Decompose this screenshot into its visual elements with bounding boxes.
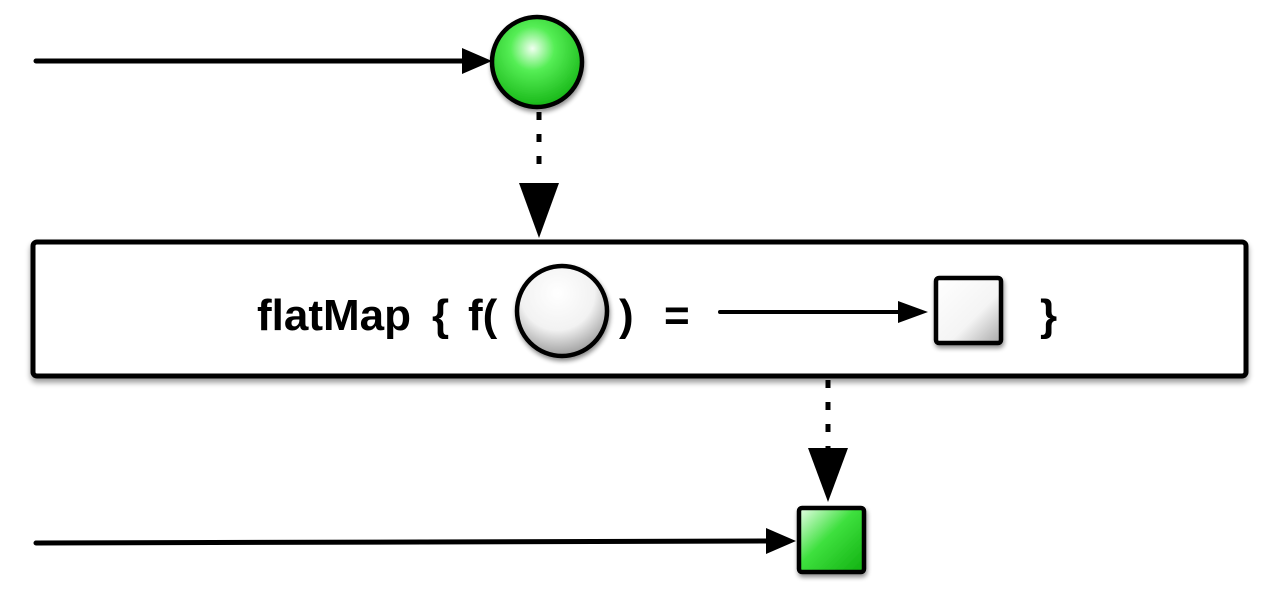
- white-square-marble-icon: [933, 275, 1004, 346]
- inner-timeline: [718, 301, 928, 323]
- source-timeline-arrowhead: [462, 48, 492, 74]
- operator-box: [30, 239, 1249, 379]
- output-dotted-arrow: [808, 380, 848, 502]
- function-close: ): [619, 291, 634, 340]
- green-square-marble-icon: [796, 505, 867, 575]
- green-circle-marble-icon: [489, 14, 585, 110]
- operator-name: flatMap: [257, 291, 411, 340]
- close-brace: }: [1040, 291, 1057, 340]
- source-timeline: [33, 48, 492, 74]
- input-dotted-arrow: [519, 112, 559, 238]
- input-arrowhead: [519, 183, 559, 238]
- output-arrowhead: [808, 448, 848, 502]
- open-brace: {: [432, 291, 449, 340]
- white-circle-marble-icon: [514, 263, 610, 359]
- inner-timeline-arrowhead: [898, 301, 928, 323]
- equals-sign: =: [664, 291, 690, 340]
- result-timeline-arrowhead: [766, 528, 796, 554]
- result-timeline: [33, 528, 796, 554]
- function-open: f(: [468, 291, 498, 340]
